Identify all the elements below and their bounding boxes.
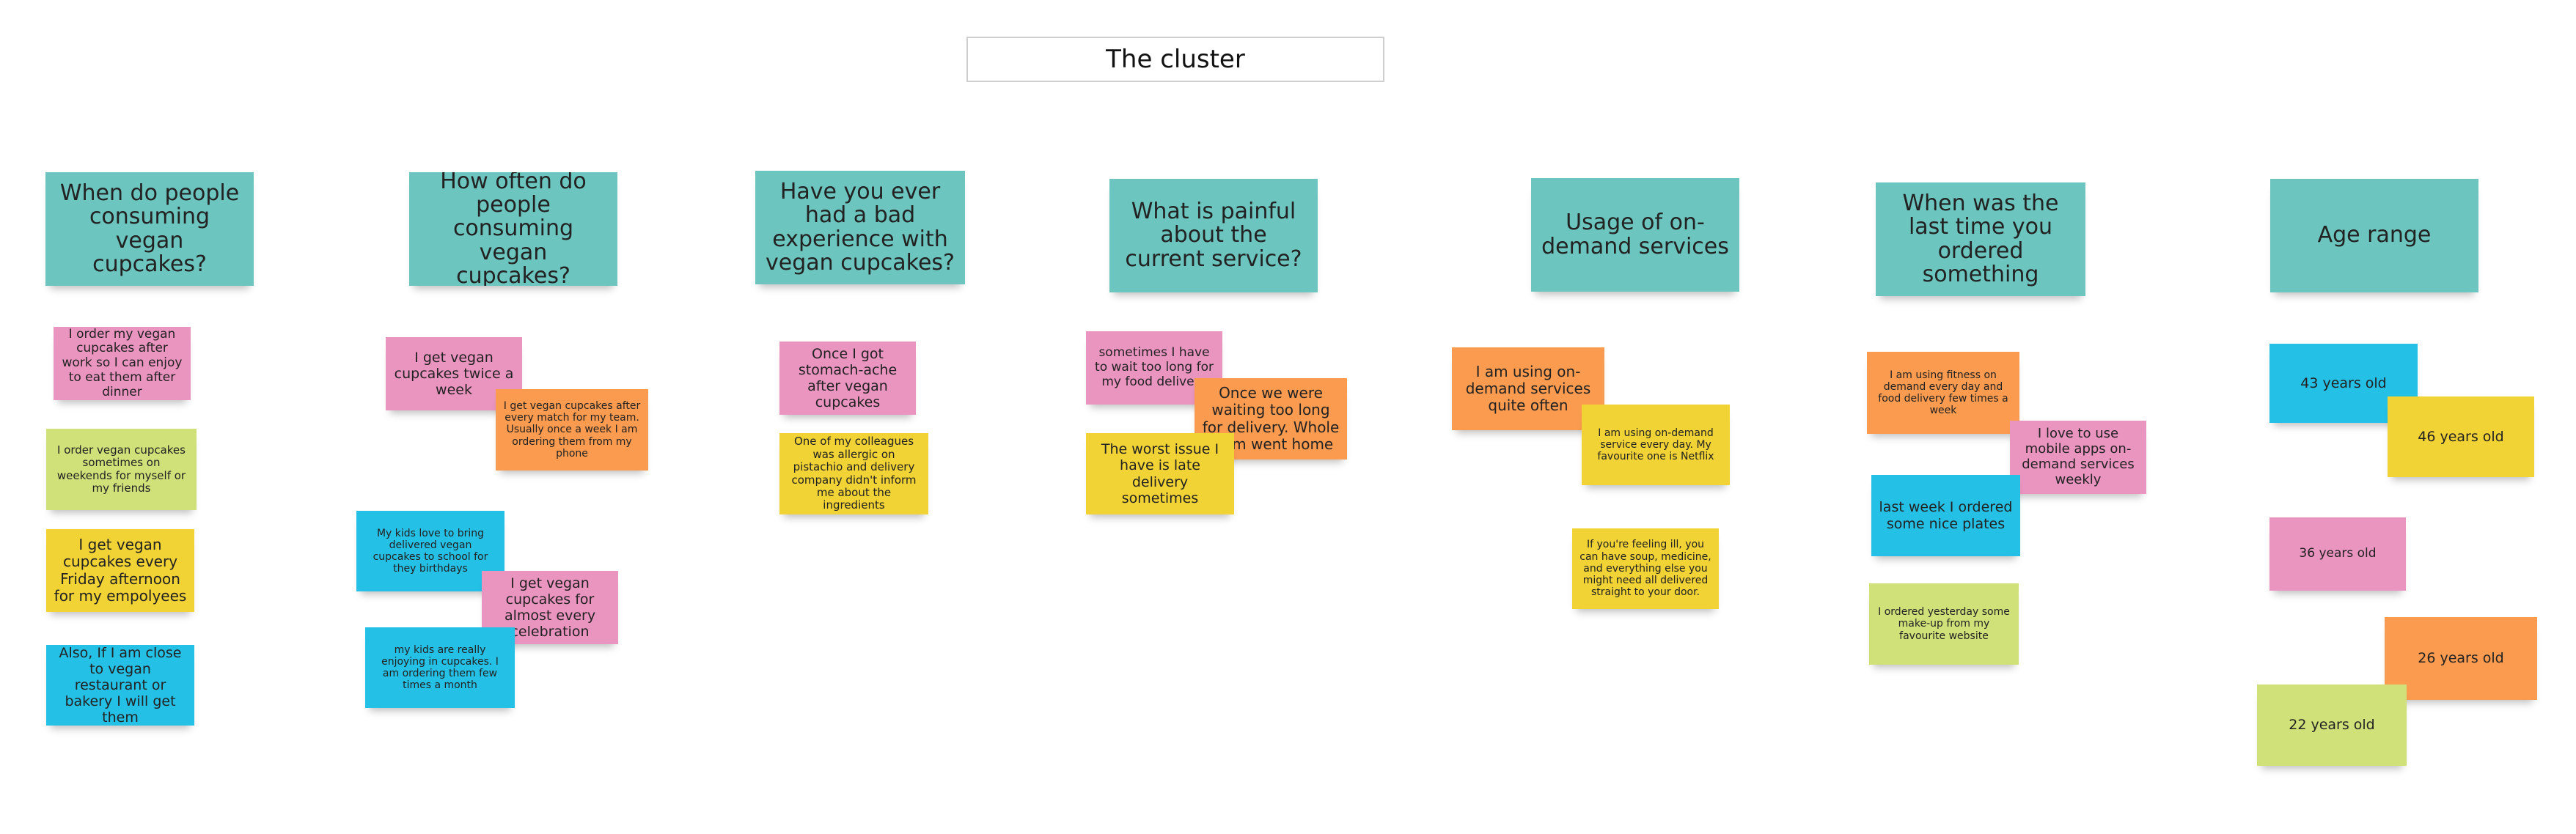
sticky-note[interactable]: 43 years old: [2269, 344, 2418, 423]
header-note-on-demand[interactable]: Usage of on-demand services: [1531, 178, 1739, 292]
sticky-note-text: 43 years old: [2300, 374, 2387, 391]
sticky-note[interactable]: 22 years old: [2257, 684, 2407, 766]
sticky-note-text: I get vegan cupcakes every Friday aftern…: [54, 536, 187, 605]
sticky-note-text: If you're feeling ill, you can have soup…: [1579, 539, 1711, 599]
sticky-note[interactable]: I am using on-demand service every day. …: [1582, 405, 1730, 485]
sticky-note[interactable]: If you're feeling ill, you can have soup…: [1572, 528, 1719, 609]
sticky-note-text: I ordered yesterday some make-up from my…: [1878, 606, 2010, 642]
sticky-note[interactable]: I order my vegan cupcakes after work so …: [54, 327, 191, 400]
sticky-note-text: 22 years old: [2289, 717, 2375, 734]
sticky-note-text: last week I ordered some nice plates: [1879, 499, 2013, 532]
sticky-note-text: 36 years old: [2299, 546, 2377, 561]
sticky-note[interactable]: I get vegan cupcakes twice a week: [386, 337, 522, 410]
sticky-note[interactable]: 26 years old: [2385, 617, 2537, 700]
sticky-note-text: Once I got stomach-ache after vegan cupc…: [798, 345, 898, 411]
header-note-when-consume[interactable]: When do people consuming vegan cupcakes?: [45, 172, 254, 286]
header-note-age[interactable]: Age range: [2270, 179, 2478, 292]
sticky-note-text: Once we were waiting too long for delive…: [1202, 384, 1340, 453]
sticky-note-text: I get vegan cupcakes twice a week: [394, 349, 514, 399]
sticky-note[interactable]: my kids are really enjoying in cupcakes.…: [365, 627, 515, 708]
board-title[interactable]: The cluster: [966, 37, 1384, 82]
sticky-note[interactable]: 46 years old: [2388, 396, 2534, 477]
sticky-note-text: I am using on-demand service every day. …: [1597, 427, 1714, 463]
header-note-text: How often do people consuming vegan cupc…: [440, 172, 587, 286]
sticky-note-text: I am using on-demand services quite ofte…: [1465, 362, 1591, 415]
header-note-painful[interactable]: What is painful about the current servic…: [1109, 179, 1318, 292]
sticky-note-text: 46 years old: [2418, 428, 2504, 445]
sticky-note[interactable]: The worst issue I have is late delivery …: [1086, 433, 1234, 514]
sticky-note[interactable]: I ordered yesterday some make-up from my…: [1869, 583, 2019, 665]
sticky-note-text: My kids love to bring delivered vegan cu…: [373, 527, 488, 575]
sticky-note[interactable]: I get vegan cupcakes for almost every ce…: [482, 571, 618, 644]
sticky-note-text: I order vegan cupcakes sometimes on week…: [56, 443, 186, 495]
sticky-note-text: I get vegan cupcakes for almost every ce…: [504, 575, 596, 641]
sticky-note-text: 26 years old: [2418, 650, 2504, 667]
sticky-note-text: I order my vegan cupcakes after work so …: [62, 327, 183, 399]
sticky-note[interactable]: Once I got stomach-ache after vegan cupc…: [779, 342, 916, 415]
sticky-note[interactable]: I am using on-demand services quite ofte…: [1452, 347, 1604, 430]
sticky-note-text: Also, If I am close to vegan restaurant …: [59, 645, 182, 726]
header-note-last-order[interactable]: When was the last time you ordered somet…: [1876, 182, 2085, 296]
sticky-note-text: The worst issue I have is late delivery …: [1101, 441, 1219, 506]
sticky-note[interactable]: last week I ordered some nice plates: [1871, 475, 2020, 556]
header-note-text: When was the last time you ordered somet…: [1902, 190, 2059, 287]
header-note-text: Usage of on-demand services: [1541, 210, 1729, 259]
sticky-note[interactable]: My kids love to bring delivered vegan cu…: [356, 511, 504, 591]
sticky-note[interactable]: I am using fitness on demand every day a…: [1867, 352, 2019, 434]
header-note-text: Have you ever had a bad experience with …: [766, 178, 955, 276]
sticky-note-text: my kids are really enjoying in cupcakes.…: [381, 643, 499, 692]
sticky-note[interactable]: 36 years old: [2269, 517, 2406, 591]
sticky-note[interactable]: Once we were waiting too long for delive…: [1195, 378, 1347, 460]
header-note-text: Age range: [2317, 222, 2432, 248]
sticky-note[interactable]: I get vegan cupcakes every Friday aftern…: [46, 529, 194, 612]
sticky-note-text: One of my colleagues was allergic on pis…: [791, 435, 917, 512]
sticky-note[interactable]: Also, If I am close to vegan restaurant …: [46, 645, 194, 726]
header-note-text: When do people consuming vegan cupcakes?: [59, 180, 240, 277]
sticky-note[interactable]: I get vegan cupcakes after every match f…: [496, 389, 648, 470]
header-note-text: What is painful about the current servic…: [1125, 198, 1302, 272]
sticky-note[interactable]: I order vegan cupcakes sometimes on week…: [46, 429, 197, 510]
header-note-how-often[interactable]: How often do people consuming vegan cupc…: [409, 172, 617, 286]
sticky-note[interactable]: One of my colleagues was allergic on pis…: [779, 433, 928, 514]
sticky-note-text: sometimes I have to wait too long for my…: [1095, 345, 1214, 389]
sticky-note-text: I am using fitness on demand every day a…: [1878, 369, 2008, 417]
header-note-bad-experience[interactable]: Have you ever had a bad experience with …: [755, 171, 965, 284]
sticky-note-text: I love to use mobile apps on-demand serv…: [2022, 426, 2135, 487]
sticky-note-text: I get vegan cupcakes after every match f…: [503, 399, 641, 460]
sticky-note[interactable]: I love to use mobile apps on-demand serv…: [2010, 421, 2146, 494]
